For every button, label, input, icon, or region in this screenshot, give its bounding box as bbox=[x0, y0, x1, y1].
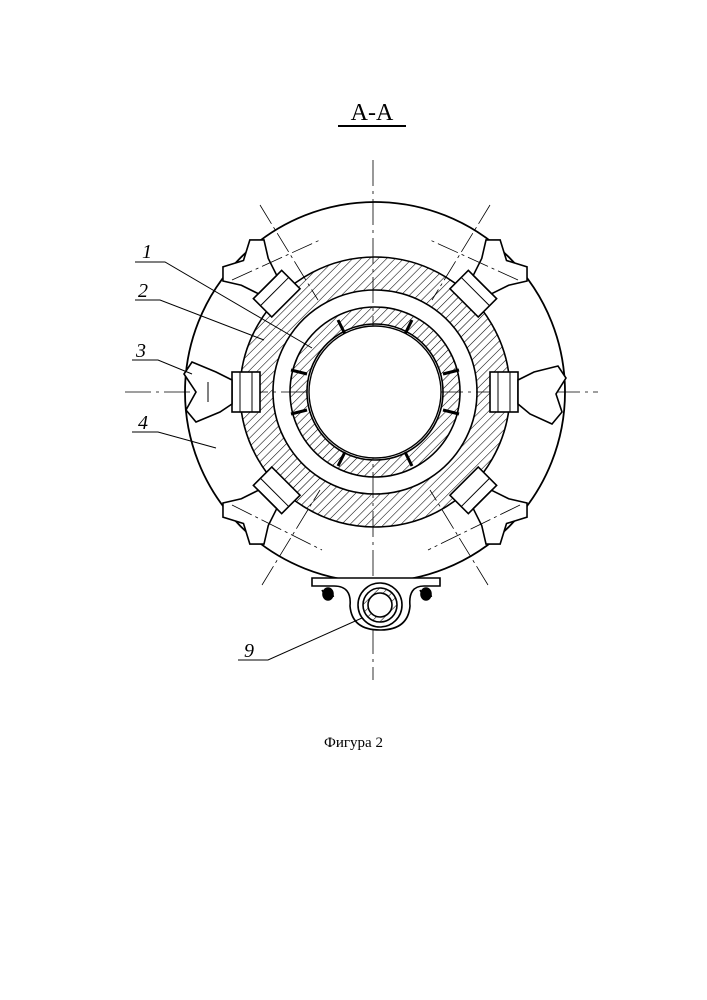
central-bore bbox=[309, 326, 441, 458]
bottom-lug-pipe bbox=[312, 578, 440, 630]
callout-1: 1 bbox=[142, 241, 152, 263]
section-title: А-А bbox=[351, 100, 394, 126]
callout-4: 4 bbox=[138, 412, 148, 434]
callout-9: 9 bbox=[244, 640, 254, 662]
callout-2: 2 bbox=[138, 280, 148, 302]
figure-caption: Фигура 2 bbox=[0, 735, 707, 752]
callout-3: 3 bbox=[135, 340, 146, 362]
